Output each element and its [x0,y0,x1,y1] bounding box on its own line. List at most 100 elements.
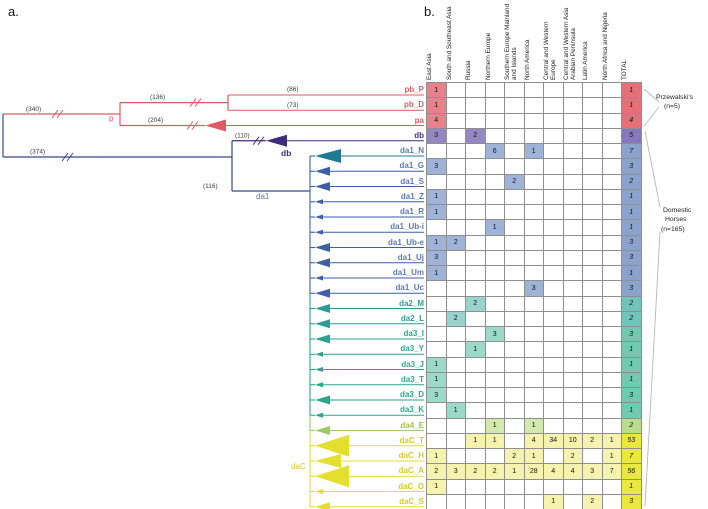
clade-triangle [315,319,330,329]
matrix-cell [544,98,564,114]
total-cell: 4 [622,113,642,129]
matrix-cell [583,250,603,266]
matrix-cell [505,281,525,297]
matrix-cell [563,235,583,251]
support-label: (136) [150,94,165,101]
matrix-cell [563,144,583,160]
row-label: da1_Um [392,268,424,277]
matrix-cell [485,388,505,404]
przewalski-annotation: Przewalski's [656,94,694,101]
clade-triangle-pa [205,119,226,132]
matrix-cell: 1 [446,403,466,419]
support-label: (110) [235,133,250,140]
clade-triangle [315,149,341,163]
total-cell: 3 [622,281,642,297]
matrix-cell [466,418,486,434]
clade-p-branches [3,94,424,130]
matrix-cell [446,296,466,312]
matrix-cell: 2 [563,449,583,465]
matrix-cell [466,357,486,373]
clade-triangle [315,275,323,281]
matrix-cell [466,479,486,495]
matrix-cell: 1 [485,418,505,434]
matrix-cell [485,128,505,144]
matrix-cell: 2 [427,464,447,480]
matrix-cell [544,357,564,373]
matrix-cell [544,296,564,312]
matrix-cell [485,159,505,175]
matrix-cell: 1 [427,357,447,373]
matrix-cell [446,342,466,358]
matrix-cell: 1 [485,220,505,236]
matrix-cell: 1 [524,418,544,434]
matrix-cell [427,327,447,343]
matrix-cell [602,250,622,266]
matrix-cell [563,418,583,434]
total-cell: 53 [622,433,642,449]
clade-triangle [315,182,330,191]
domestic-annotation: Horses [665,216,687,223]
total-cell: 1 [622,372,642,388]
matrix-cell [524,220,544,236]
matrix-cell: 2 [446,235,466,251]
clade-triangle [315,434,349,457]
column-header: TOTAL [621,59,628,80]
matrix-cell: 2 [505,174,525,190]
clade-label-p: p [109,114,114,123]
matrix-cell [427,494,447,509]
matrix-cell [602,205,622,221]
matrix-cell [544,83,564,99]
matrix-cell [466,205,486,221]
matrix-cell [524,372,544,388]
matrix-cell [446,98,466,114]
clade-triangle-db [266,134,287,147]
row-label: da3_K [399,405,424,415]
matrix-cell [602,113,622,129]
matrix-cell [505,296,525,312]
total-cell: 2 [622,174,642,190]
branch-break-icon [186,121,199,130]
matrix-cell [446,433,466,449]
total-cell: 1 [622,189,642,205]
matrix-cell: 1 [602,449,622,465]
matrix-cell [524,189,544,205]
bracket-line [644,231,661,507]
matrix-cell [485,189,505,205]
matrix-cell [524,128,544,144]
matrix-cell: 3 [446,464,466,480]
matrix-cell [524,403,544,419]
column-header: Russia [465,60,472,80]
matrix-cell [466,311,486,327]
matrix-cell [602,479,622,495]
matrix-cell [583,342,603,358]
matrix-cell [563,189,583,205]
matrix-cell [505,433,525,449]
matrix-cell [524,357,544,373]
clade-triangle [315,412,323,418]
row-label: da1_Uc [395,283,424,293]
przewalski-count: (n=5) [664,103,680,110]
matrix-cell [544,327,564,343]
matrix-cell [446,449,466,465]
row-label: da1_Ub-i [390,222,424,232]
bracket-line [643,106,660,127]
matrix-cell [544,403,564,419]
matrix-cell [583,372,603,388]
matrix-cell [505,220,525,236]
row-label: daC_H [398,451,424,460]
matrix-cell [583,98,603,114]
matrix-cell: 1 [466,433,486,449]
matrix-cell [505,83,525,99]
matrix-cell [544,311,564,327]
matrix-cell: 7 [602,464,622,480]
total-cell: 7 [622,144,642,160]
matrix-cell [446,479,466,495]
matrix-cell [446,494,466,509]
total-cell: 1 [622,205,642,221]
matrix-cell [602,281,622,297]
clade-triangle [315,199,323,205]
matrix-cell [485,311,505,327]
matrix-cell [563,311,583,327]
